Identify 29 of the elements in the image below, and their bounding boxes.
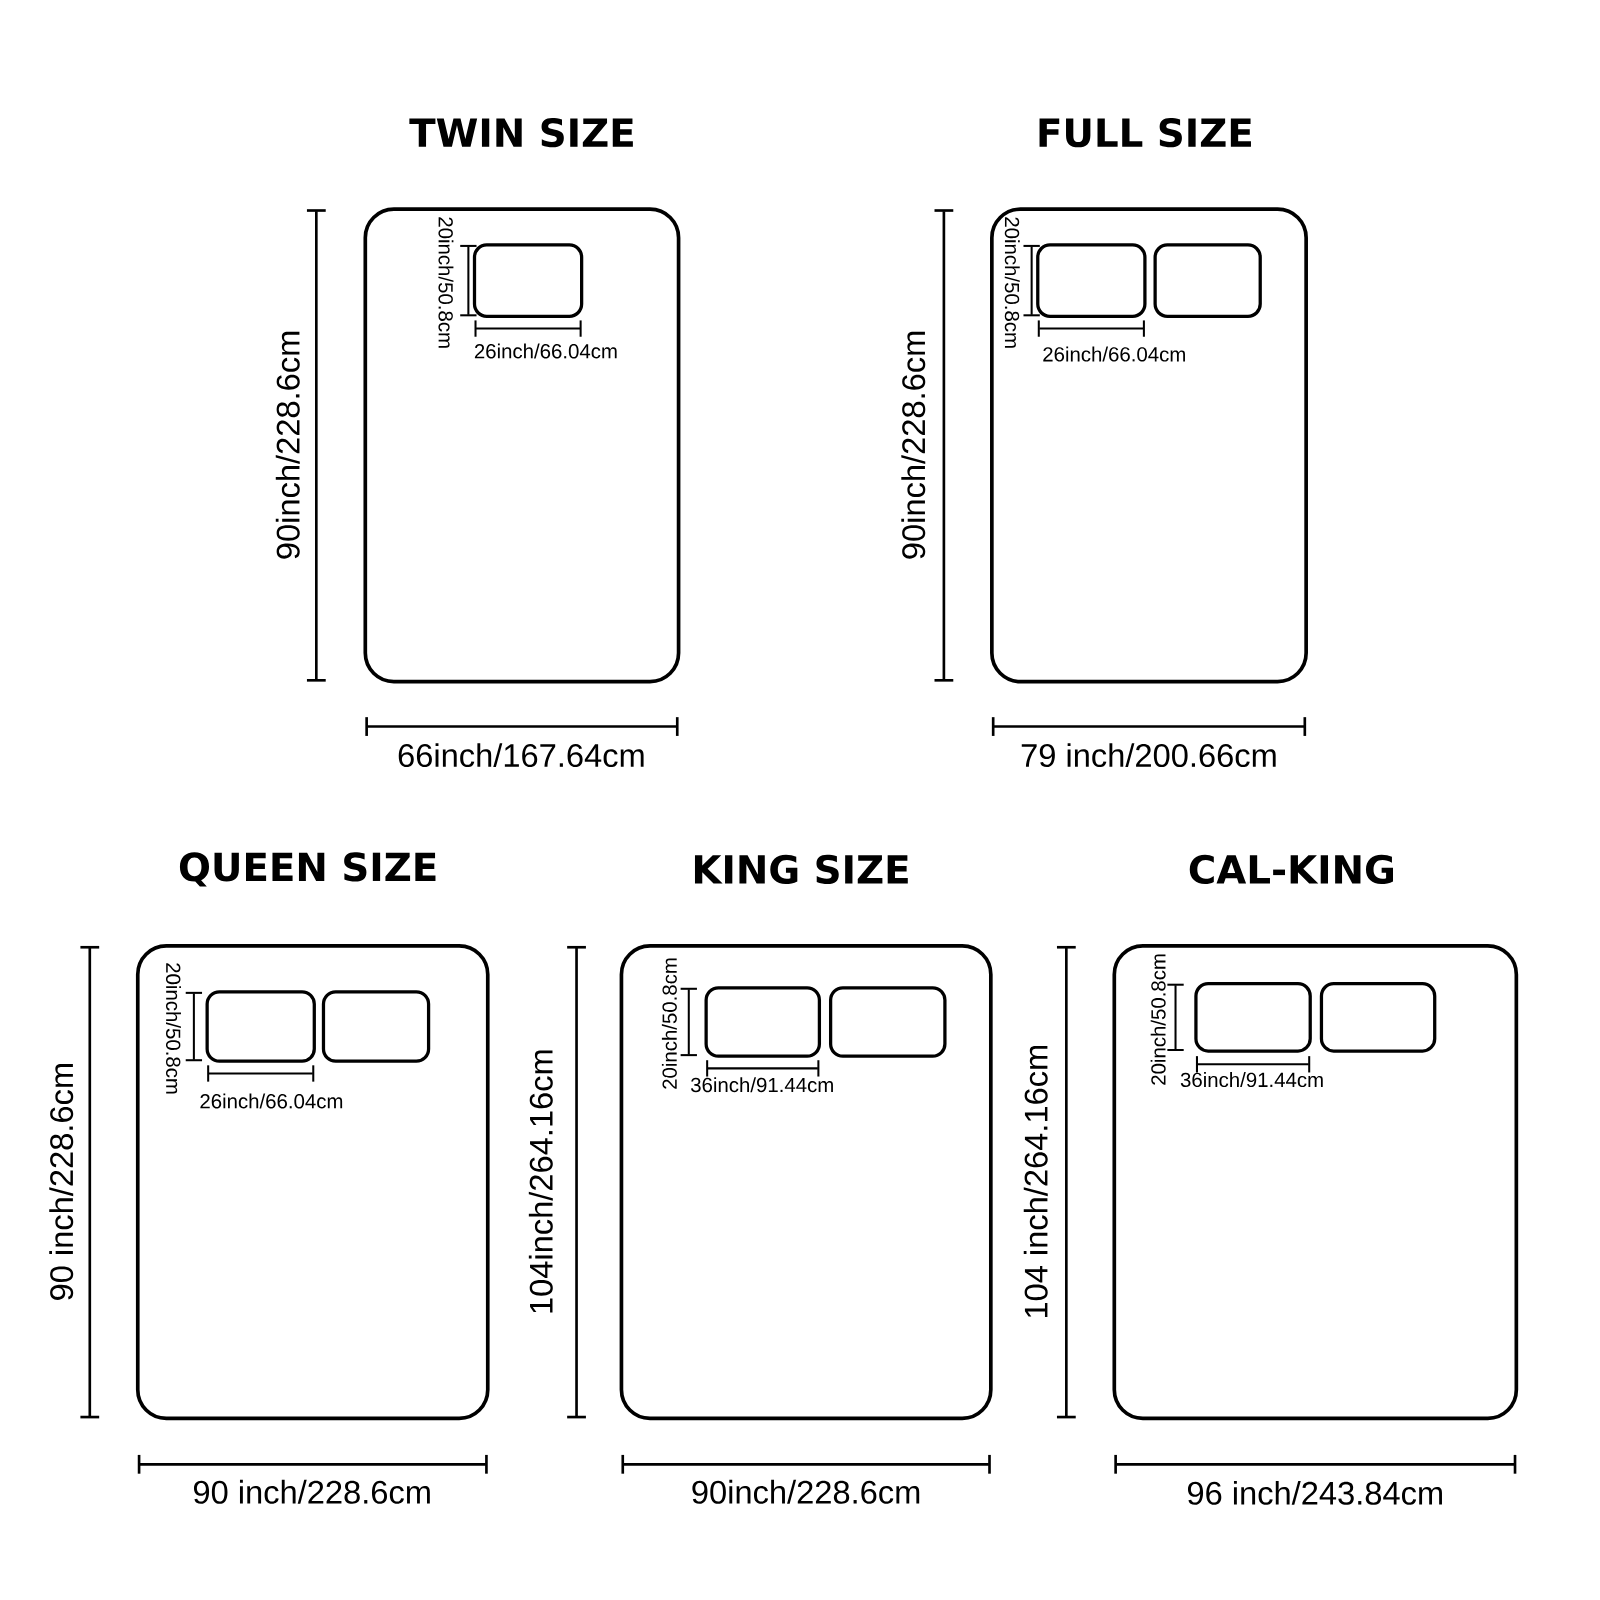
dimension-label: 26inch/66.04cm — [200, 1093, 343, 1109]
dimension-label: 26inch/66.04cm — [474, 343, 617, 359]
dimension-label: 96 inch/243.84cm — [1188, 1480, 1442, 1505]
dimension-label: 104inch/264.16cm — [528, 1050, 553, 1313]
dimension-label: 36inch/91.44cm — [691, 1077, 833, 1093]
pillow — [321, 990, 431, 1063]
dimension-label: 79 inch/200.66cm — [1021, 743, 1276, 768]
pillow — [704, 986, 822, 1058]
dimension-label: 66inch/167.64cm — [398, 743, 644, 768]
pillow — [1036, 243, 1147, 318]
dimension-label: 104 inch/264.16cm — [1023, 1045, 1048, 1318]
dimension-label: 36inch/91.44cm — [1180, 1072, 1323, 1088]
dimension-label: 90 inch/228.6cm — [49, 1064, 74, 1300]
pillow — [205, 990, 316, 1063]
dimension-label: 26inch/66.04cm — [1043, 346, 1185, 362]
pillow — [472, 243, 584, 318]
pillow — [1153, 243, 1262, 318]
size-heading: FULL SIZE — [1039, 118, 1251, 148]
pillow — [1319, 982, 1437, 1053]
size-heading: KING SIZE — [695, 854, 908, 885]
dimension-label: 90 inch/228.6cm — [194, 1479, 430, 1504]
pillow — [1194, 982, 1312, 1053]
size-heading: TWIN SIZE — [409, 118, 633, 148]
dimension-label: 90inch/228.6cm — [901, 331, 926, 559]
dimension-label: 90inch/228.6cm — [275, 331, 300, 559]
dimension-label: 90inch/228.6cm — [692, 1479, 920, 1504]
pillow — [829, 986, 947, 1058]
size-heading: CAL-KING — [1189, 854, 1393, 885]
size-heading: QUEEN SIZE — [179, 852, 436, 887]
